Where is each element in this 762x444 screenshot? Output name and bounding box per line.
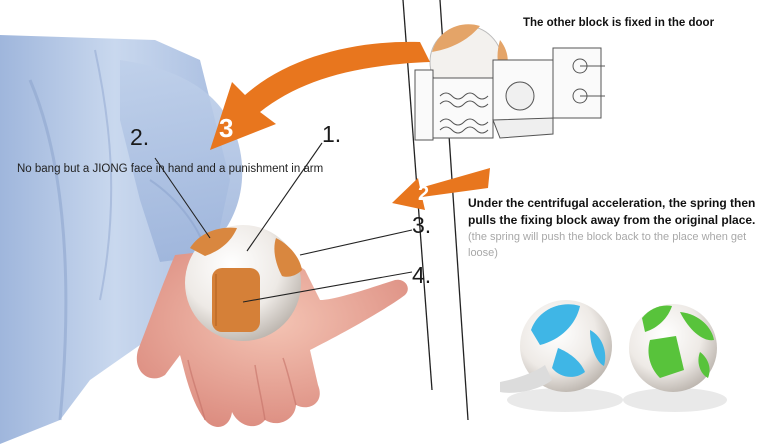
arrow-3-label: 3: [219, 113, 233, 143]
green-ball: [623, 304, 727, 412]
lock-mechanism: [415, 24, 605, 140]
main-caption: No bang but a JIONG face in hand and a p…: [17, 163, 323, 175]
label-4: 4.: [412, 264, 431, 287]
arrow-2-label: 2: [418, 183, 429, 205]
label-3: 3.: [412, 214, 431, 237]
label-1: 1.: [322, 123, 341, 146]
blue-ball: [500, 300, 623, 412]
spring-note: (the spring will push the block back to …: [468, 229, 758, 261]
explanation-block: Under the centrifugal acceleration, the …: [468, 195, 758, 261]
arrow-step-3: 3: [210, 42, 430, 150]
door-fixed-caption: The other block is fixed in the door: [523, 17, 714, 29]
centrifugal-explanation: Under the centrifugal acceleration, the …: [468, 195, 758, 229]
label-2: 2.: [130, 126, 149, 149]
